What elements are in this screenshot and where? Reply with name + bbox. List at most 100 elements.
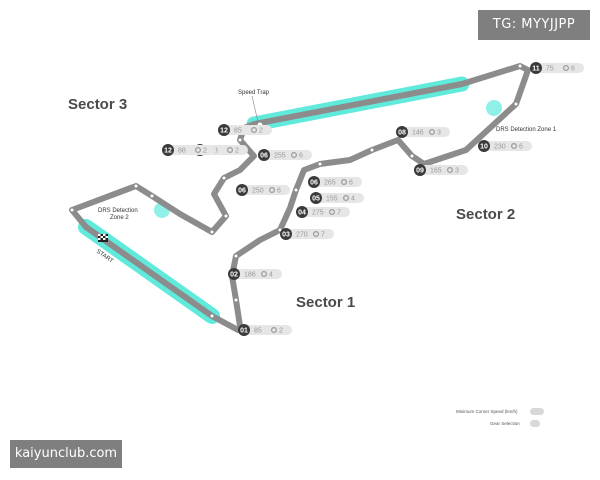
corner-number: 02 xyxy=(230,272,238,279)
gear-icon xyxy=(195,147,202,154)
corner-min-speed: 165 xyxy=(430,168,442,175)
corner-stat-pill xyxy=(244,325,292,335)
corner-gear: 2 xyxy=(279,328,283,335)
corner-gear: 2 xyxy=(235,148,239,155)
gear-icon xyxy=(343,195,350,202)
drs-detection-zone-1-marker xyxy=(486,100,502,116)
gear-icon xyxy=(271,327,278,334)
corner-min-speed: 85 xyxy=(254,328,262,335)
corner-number: 09 xyxy=(416,168,424,175)
gear-icon xyxy=(341,179,348,186)
corner-gear: 6 xyxy=(349,180,353,187)
legend-gear-pill xyxy=(530,420,540,427)
corner-number-dot xyxy=(280,228,292,240)
corner-number: 06 xyxy=(238,188,246,195)
corner-number: 04 xyxy=(298,210,306,217)
corner-stat-pill xyxy=(314,177,362,187)
corner-stat-pill xyxy=(536,63,584,73)
corner-badge: 06 265 6 xyxy=(308,176,362,188)
track-dots xyxy=(69,63,523,319)
legend-gear-label: Gear Selection xyxy=(490,421,520,426)
speed-trap-leader xyxy=(251,95,259,123)
corner-gear: 4 xyxy=(269,272,273,279)
corner-stat-pill xyxy=(224,125,272,135)
corner-min-speed: 265 xyxy=(324,180,336,187)
gear-icon xyxy=(447,167,454,174)
corner-badge: 02 186 4 xyxy=(228,268,282,280)
corner-number: 12 xyxy=(220,128,228,135)
speed-trap-label: Speed Trap xyxy=(238,90,270,96)
corner-min-speed: 255 xyxy=(274,153,286,160)
corner-number-dot xyxy=(308,176,320,188)
corner-min-speed: 230 xyxy=(494,144,506,151)
corner-number: 10 xyxy=(480,144,488,151)
corner-stat-pill xyxy=(168,145,216,155)
corner-stat-pill xyxy=(234,269,282,279)
corner-gear: 6 xyxy=(277,188,281,195)
corner-stat-pill xyxy=(402,127,450,137)
corner-number-dot xyxy=(218,124,230,136)
sector-1-label: Sector 1 xyxy=(296,294,355,311)
corner-stat-pill xyxy=(316,193,364,203)
gear-icon xyxy=(329,209,336,216)
corner-min-speed: 75 xyxy=(546,66,554,73)
gear-icon xyxy=(269,187,276,194)
legend-speed-label: Minimum Corner Speed (km/h) xyxy=(456,409,518,414)
gear-icon xyxy=(251,126,258,133)
corner-number: 06 xyxy=(310,180,318,187)
gear-icon xyxy=(511,143,518,150)
corner-number: 03 xyxy=(282,232,290,239)
corner-gear: 7 xyxy=(321,232,325,239)
corner-min-speed: 250 xyxy=(252,188,264,195)
corner-gear: 3 xyxy=(455,168,459,175)
corner-number: 11 xyxy=(532,66,540,73)
corner-gear: 6 xyxy=(571,66,575,73)
corner-min-speed: 270 xyxy=(296,232,308,239)
corner-min-speed: 146 xyxy=(412,130,424,137)
corner-min-speed: 88 xyxy=(178,148,186,155)
gear-icon xyxy=(562,64,569,71)
corner-min-speed: 186 xyxy=(244,272,256,279)
start-flag-icon xyxy=(98,234,108,242)
corner-gear: 4 xyxy=(351,196,355,203)
corner-number-dot xyxy=(238,324,250,336)
corner-stat-pill xyxy=(484,141,532,151)
drs-detection-zone-2-label-2: Zone 2 xyxy=(110,215,129,221)
corner-badge: 09 165 3 xyxy=(414,164,468,176)
corner-number: 08 xyxy=(398,130,406,137)
corner-number-dot xyxy=(478,140,490,152)
corner-min-speed: 155 xyxy=(326,196,338,203)
legend-speed-pill xyxy=(530,408,544,415)
site-badge: kaiyunclub.com xyxy=(10,440,122,468)
watermark-badge: TG: MYYJJPP xyxy=(478,10,590,40)
gear-icon xyxy=(291,152,298,159)
corner-gear: 2 xyxy=(203,148,207,155)
gear-icon xyxy=(227,147,234,154)
drs-detection-zone-1-label: DRS Detection Zone 1 xyxy=(496,127,557,133)
corner-number-dot xyxy=(228,268,240,280)
corner-badge: 06 250 6 xyxy=(236,184,290,196)
corner-number-dot xyxy=(396,126,408,138)
corner-number-dot xyxy=(530,62,542,74)
gear-icon xyxy=(313,231,320,238)
corner-number-dot xyxy=(310,192,322,204)
corner-number-dot xyxy=(236,184,248,196)
sector-3-label: Sector 3 xyxy=(68,96,127,113)
corner-badge: 11 75 6 xyxy=(530,62,584,74)
corner-stat-pill xyxy=(242,185,290,195)
corner-stat-pill xyxy=(286,229,334,239)
corner-gear: 7 xyxy=(337,210,341,217)
corner-number-dot xyxy=(162,144,174,156)
corner-stat-pill xyxy=(264,150,312,160)
corner-badge: 03 270 7 xyxy=(280,228,334,240)
corner-number-dot xyxy=(296,206,308,218)
